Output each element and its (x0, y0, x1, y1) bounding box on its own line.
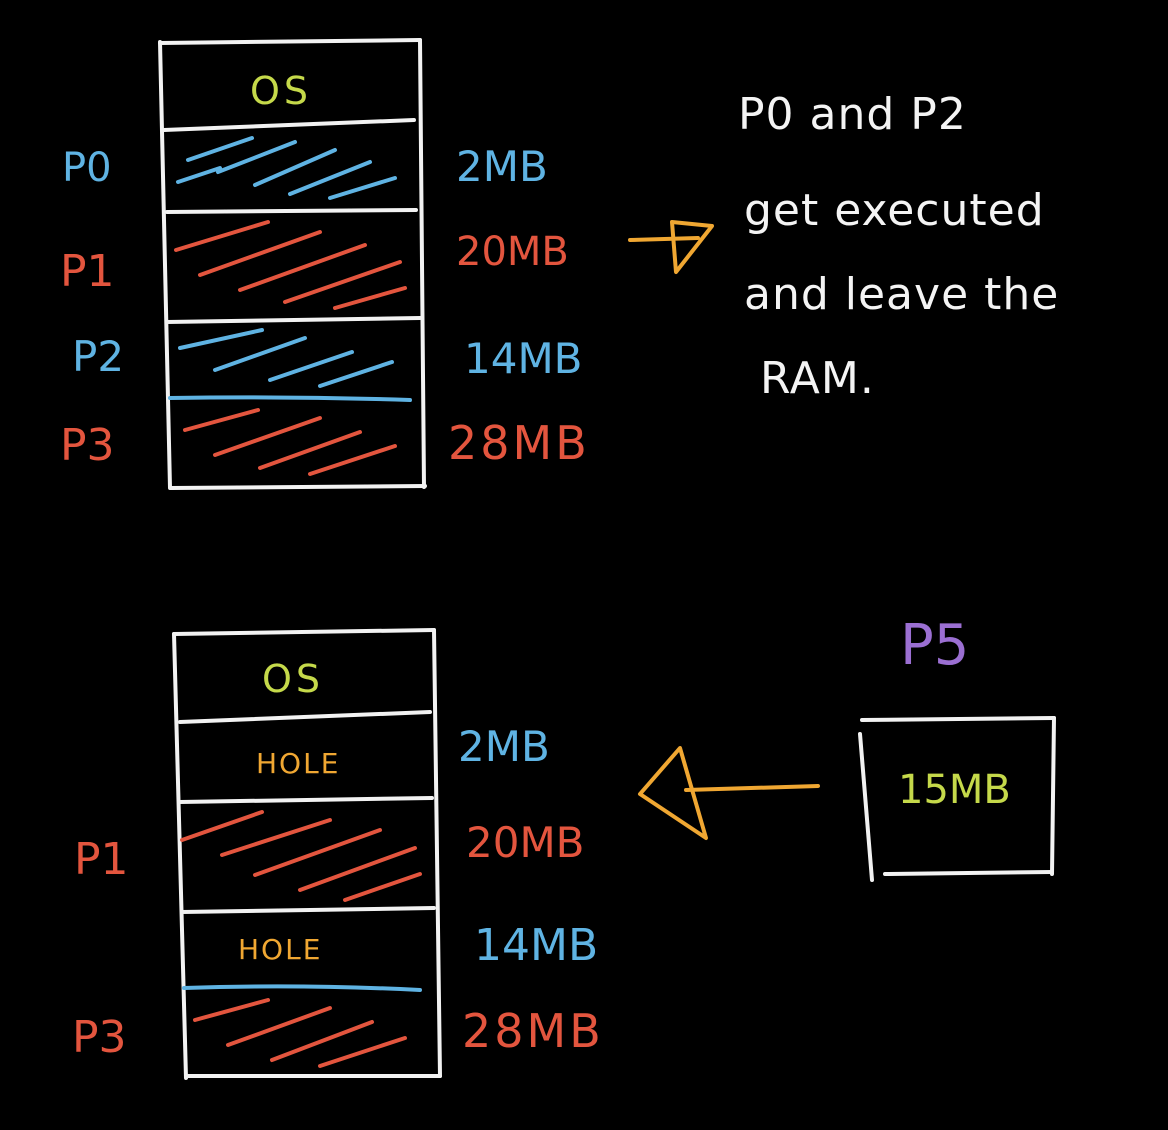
p5-size-label: 15MB (898, 767, 1011, 813)
top-memory-right-edge (418, 38, 426, 489)
top-divider-p1 (165, 316, 422, 324)
top-p3-hatching (183, 408, 397, 476)
top-memory-top-edge (158, 38, 422, 45)
bottom-memory-block (172, 628, 442, 1080)
note-line-4: RAM. (760, 353, 875, 404)
top-size-label-p0: 2MB (456, 142, 548, 191)
note-line-1: P0 and P2 (738, 89, 967, 140)
arrow-to-note (628, 220, 714, 274)
p5-box (858, 716, 1056, 882)
bottom-size-label-3: 14MB (474, 920, 599, 971)
top-p1-hatching (174, 220, 407, 310)
bottom-divider-hole2 (182, 984, 422, 992)
note-line-3: and leave the (744, 269, 1060, 320)
bottom-divider-os (178, 710, 432, 724)
bottom-memory-right-edge (432, 628, 442, 1078)
top-process-label-p0: P0 (62, 145, 112, 191)
top-p0-hatching (176, 136, 397, 200)
top-memory-block (158, 38, 427, 490)
p5-label: P5 (900, 613, 970, 678)
note-line-2: get executed (744, 185, 1045, 236)
top-process-label-p2: P2 (72, 332, 125, 381)
bottom-memory-top-edge (172, 628, 436, 636)
bottom-memory-left-edge (172, 632, 188, 1080)
bottom-size-label-4: 28MB (462, 1004, 604, 1058)
top-size-label-p2: 14MB (464, 334, 583, 383)
bottom-p1-hatching (180, 810, 422, 902)
top-divider-os (162, 118, 416, 132)
bottom-hole-label-1: HOLE (256, 747, 341, 780)
top-process-label-p3: P3 (60, 420, 115, 471)
bottom-p3-hatching (193, 998, 407, 1068)
top-p2-hatching (178, 328, 394, 388)
bottom-process-label-p1: P1 (74, 834, 129, 885)
bottom-divider-p1 (180, 906, 436, 914)
top-process-label-p1: P1 (60, 246, 115, 297)
top-memory-left-edge (158, 40, 172, 490)
bottom-os-label: OS (262, 657, 325, 701)
bottom-process-label-p3: P3 (72, 1012, 127, 1063)
bottom-size-label-2: 20MB (466, 818, 585, 867)
arrow-to-memory (638, 746, 820, 840)
top-divider-p2 (168, 395, 412, 402)
top-size-label-p3: 28MB (448, 416, 590, 470)
top-os-label: OS (250, 69, 313, 113)
bottom-hole-label-2: HOLE (238, 933, 323, 966)
bottom-size-label-1: 2MB (458, 722, 550, 771)
top-divider-p0 (165, 208, 418, 214)
top-size-label-p1: 20MB (456, 229, 569, 275)
bottom-divider-hole1 (178, 796, 434, 804)
top-memory-bottom-edge (169, 484, 427, 490)
